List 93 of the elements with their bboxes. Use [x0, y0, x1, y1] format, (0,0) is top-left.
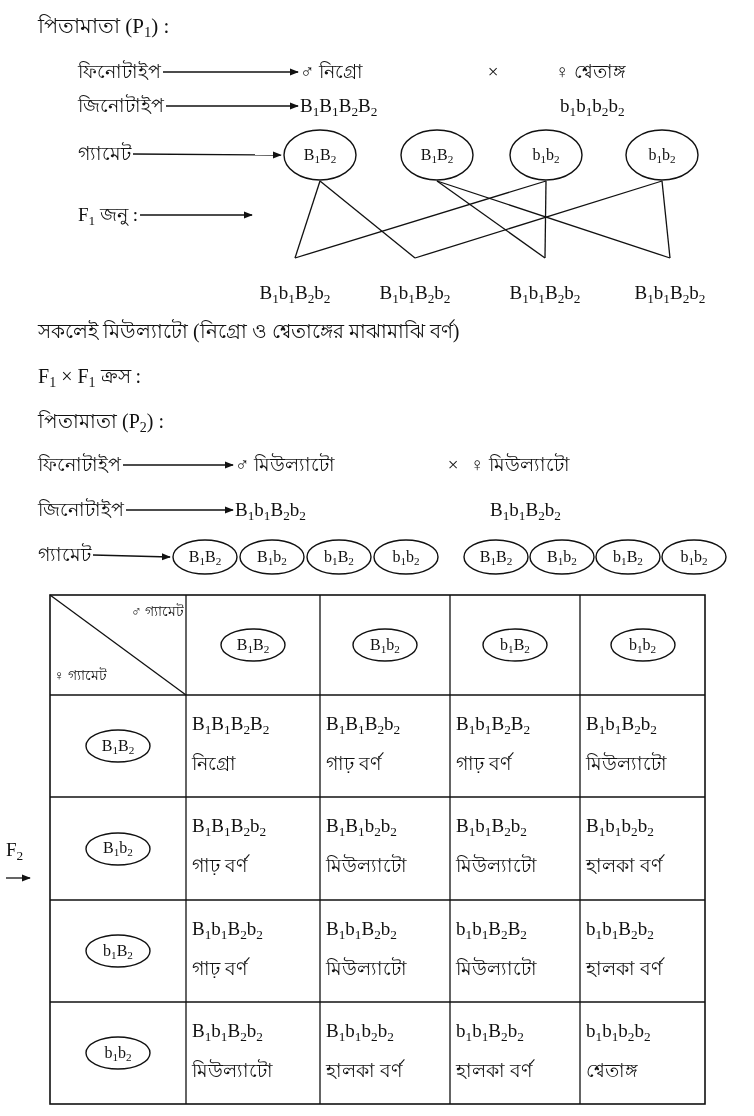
phenotype-text: মিউল্যাটো — [456, 853, 538, 879]
genotype-text: B$_{1}$b$_{1}$B$_{2}$b$_{2}$ — [490, 495, 561, 525]
phenotype-text: গাঢ় বর্ণ — [456, 747, 576, 781]
phenotype-text: হালকা বর্ণ — [586, 952, 701, 986]
gamete-ellipse: b$_{1}$B$_{2}$ — [85, 934, 151, 968]
genotype-text: B$_{1}$b$_{1}$B$_{2}$b$_{2}$ — [192, 1019, 264, 1047]
genotype-text: B$_{1}$b$_{1}$b$_{2}$b$_{2}$ — [586, 814, 655, 842]
genotype-text: B$_{1}$b$_{1}$B$_{2}$b$_{2}$ — [356, 258, 474, 304]
phenotype-text: মিউল্যাটো — [192, 1058, 274, 1084]
genotype-text: B$_{1}$b$_{1}$B$_{2}$b$_{2}$ — [456, 814, 528, 842]
genotype-text: B$_{1}$b$_{1}$B$_{2}$b$_{2}$ — [611, 258, 729, 304]
genotype-text: b$_{1}$b$_{1}$B$_{2}$B$_{2}$ — [456, 917, 528, 945]
phenotype-text: ♂ মিউল্যাটো — [235, 450, 335, 480]
gamete-ellipse: b$_{1}$b$_{2}$ — [85, 1036, 151, 1070]
genotype-text: B$_{1}$B$_{1}$B$_{2}$b$_{2}$ — [192, 814, 268, 842]
arrow — [165, 102, 299, 110]
phenotype-text: ♀ শ্বেতাঙ্গ — [555, 57, 626, 87]
phenotype-text: শ্বেতাঙ্গ — [586, 1059, 639, 1084]
phenotype-text: মিউল্যাটো — [586, 751, 668, 777]
row-label: গ্যামেট — [78, 139, 131, 169]
genotype-text: B$_{1}$B$_{1}$B$_{2}$B$_{2}$ — [192, 712, 271, 740]
genotype-text: b$_{1}$b$_{1}$b$_{2}$b$_{2}$ — [586, 1019, 652, 1047]
row-label: ফিনোটাইপ — [38, 450, 121, 480]
genotype-text: B$_{1}$b$_{1}$B$_{2}$B$_{2}$ — [456, 712, 532, 740]
gamete-ellipse: b$_{1}$b$_{2}$ — [509, 129, 583, 181]
genotype-text: B$_{1}$b$_{1}$B$_{2}$b$_{2}$ — [326, 917, 398, 945]
connector-line — [319, 180, 416, 259]
gamete-ellipse: b$_{1}$b$_{2}$ — [625, 129, 699, 181]
phenotype-text: হালকা বর্ণ — [456, 1054, 576, 1088]
cross-sign: × — [446, 453, 460, 478]
gamete-ellipse: b$_{1}$b$_{2}$ — [609, 628, 676, 662]
gamete-ellipse: B$_{1}$b$_{2}$ — [239, 539, 305, 575]
gamete-ellipse: b$_{1}$B$_{2}$ — [482, 628, 548, 662]
phenotype-text: মিউল্যাটো — [456, 956, 538, 982]
note-text: সকলেই মিউল্যাটো (নিগ্রো ও শ্বেতাঙ্গের মাঝামাঝি বর্ণ) — [38, 318, 461, 345]
gamete-ellipse: B$_{1}$b$_{2}$ — [352, 628, 418, 662]
phenotype-text: গাঢ় বর্ণ — [192, 952, 316, 986]
genotype-text: b$_{1}$b$_{1}$b$_{2}$b$_{2}$ — [560, 91, 625, 121]
genotype-text: B$_{1}$b$_{1}$B$_{2}$b$_{2}$ — [236, 258, 354, 304]
row-label: গ্যামেট — [38, 540, 91, 570]
genotype-text: B$_{1}$B$_{1}$b$_{2}$b$_{2}$ — [326, 814, 398, 842]
row-label: জিনোটাইপ — [78, 91, 164, 121]
genotype-text: B$_{1}$B$_{1}$B$_{2}$b$_{2}$ — [326, 712, 402, 740]
gamete-ellipse: B$_{1}$B$_{2}$ — [463, 539, 529, 575]
genotype-text: B$_{1}$b$_{1}$b$_{2}$b$_{2}$ — [326, 1019, 395, 1047]
genotype-text: B$_{1}$b$_{1}$B$_{2}$b$_{2}$ — [586, 712, 658, 740]
phenotype-text: ♀ মিউল্যাটো — [470, 450, 570, 480]
gamete-ellipse: B$_{1}$B$_{2}$ — [283, 129, 357, 181]
connector-line — [436, 180, 546, 259]
genotype-text: B$_{1}$b$_{1}$B$_{2}$b$_{2}$ — [235, 495, 306, 525]
section-heading: F$_{1}$ × F$_{1}$ ক্রস : — [38, 363, 143, 392]
gamete-ellipse: B$_{1}$B$_{2}$ — [172, 539, 238, 575]
connector-line — [544, 180, 547, 259]
phenotype-text: গাঢ় বর্ণ — [192, 849, 316, 883]
phenotype-text: ♂ নিগ্রো — [300, 57, 363, 87]
gamete-ellipse: B$_{1}$B$_{2}$ — [220, 628, 286, 662]
row-label: F$_{1}$ জনু : — [78, 200, 138, 230]
arrow — [162, 68, 299, 76]
genotype-text: B$_{1}$B$_{1}$B$_{2}$B$_{2}$ — [300, 91, 378, 121]
arrow — [139, 211, 253, 219]
arrow — [92, 553, 171, 561]
header-text: ♂ গ্যামেট — [130, 602, 184, 621]
gamete-ellipse: B$_{1}$b$_{2}$ — [529, 539, 595, 575]
genotype-text: b$_{1}$b$_{1}$B$_{2}$b$_{2}$ — [586, 917, 655, 945]
phenotype-text: গাঢ় বর্ণ — [326, 747, 446, 781]
gamete-ellipse: b$_{1}$b$_{2}$ — [373, 539, 439, 575]
phenotype-text: হালকা বর্ণ — [326, 1054, 446, 1088]
connector-line — [661, 180, 671, 259]
row-label: ফিনোটাইপ — [78, 57, 161, 87]
arrow — [125, 506, 234, 514]
cross-sign: × — [486, 60, 500, 85]
genotype-text: B$_{1}$b$_{1}$B$_{2}$b$_{2}$ — [192, 917, 264, 945]
phenotype-text: হালকা বর্ণ — [586, 849, 701, 883]
gamete-ellipse: b$_{1}$B$_{2}$ — [595, 539, 661, 575]
section-heading: পিতামাতা (P$_{1}$) : — [38, 12, 171, 43]
gamete-ellipse: B$_{1}$B$_{2}$ — [85, 729, 151, 763]
gamete-ellipse: B$_{1}$b$_{2}$ — [85, 831, 151, 866]
genotype-text: B$_{1}$b$_{1}$B$_{2}$b$_{2}$ — [486, 258, 604, 304]
genotype-text: b$_{1}$b$_{1}$B$_{2}$b$_{2}$ — [456, 1019, 525, 1047]
header-text: ♀ গ্যামেট — [54, 666, 108, 685]
gamete-ellipse: b$_{1}$b$_{2}$ — [661, 539, 727, 575]
gamete-ellipse: b$_{1}$B$_{2}$ — [306, 539, 372, 575]
arrow — [132, 151, 282, 159]
connector-line — [294, 180, 547, 259]
row-label: জিনোটাইপ — [38, 495, 124, 525]
section-heading: পিতামাতা (P$_{2}$) : — [38, 408, 165, 437]
phenotype-text: মিউল্যাটো — [326, 956, 408, 982]
connector-line — [294, 180, 321, 259]
phenotype-text: নিগ্রো — [192, 752, 237, 777]
phenotype-text: মিউল্যাটো — [326, 853, 408, 879]
arrow — [122, 461, 234, 469]
gamete-ellipse: B$_{1}$B$_{2}$ — [400, 129, 474, 181]
generation-label: F$_{2}$ — [6, 838, 25, 864]
